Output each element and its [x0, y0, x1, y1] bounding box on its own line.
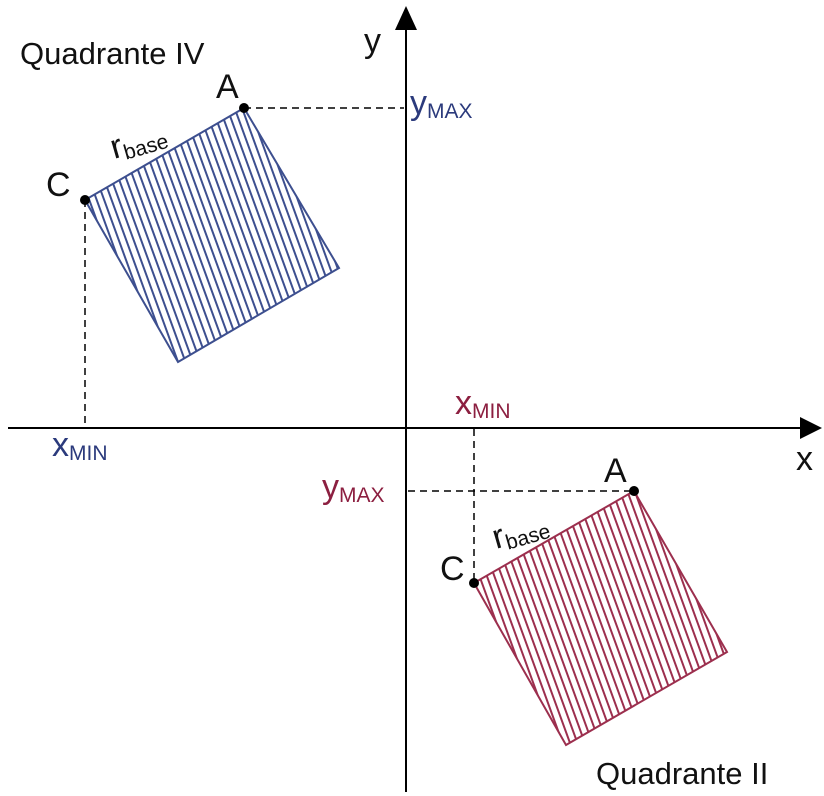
quadrant-iv-xmin-main: x	[52, 426, 69, 464]
quadrant-ii-point-c-label: C	[440, 550, 465, 588]
quadrant-ii-ymax-sub: MAX	[339, 484, 385, 507]
quadrant-ii-xmin-label: xMIN	[455, 384, 511, 423]
quadrant-ii-title: Quadrante II	[596, 756, 768, 791]
quadrant-ii-ymax-label: yMAX	[322, 468, 385, 507]
quadrant-ii-xmin-main: x	[455, 384, 472, 422]
x-axis-arrow	[800, 417, 822, 439]
quadrant-iv-xmin-sub: MIN	[69, 442, 108, 465]
quadrant-iv-ymax-main: y	[410, 84, 427, 122]
quadrant-iv-square	[83, 106, 341, 364]
x-axis-label: x	[796, 440, 813, 478]
quadrant-iv-point-c-marker	[80, 195, 90, 205]
y-axis-label: y	[364, 22, 381, 60]
quadrant-iv-ymax-label: yMAX	[410, 84, 473, 123]
quadrant-iv-point-a-label: A	[216, 68, 239, 106]
quadrant-ii-point-c-marker	[469, 578, 479, 588]
quadrant-ii-point-a-label: A	[604, 452, 627, 490]
quadrant-ii-square	[472, 489, 729, 747]
quadrant-iv-point-a-marker	[239, 103, 249, 113]
y-axis-arrow	[395, 6, 417, 30]
quadrant-ii-ymax-main: y	[322, 468, 339, 506]
quadrant-iv-point-c-label: C	[46, 166, 71, 204]
quadrant-ii-xmin-sub: MIN	[472, 400, 511, 423]
quadrant-iv-ymax-sub: MAX	[427, 100, 473, 123]
quadrant-iv-title: Quadrante IV	[20, 36, 205, 71]
quadrant-iv-xmin-label: xMIN	[52, 426, 108, 465]
quadrant-ii-point-a-marker	[629, 486, 639, 496]
